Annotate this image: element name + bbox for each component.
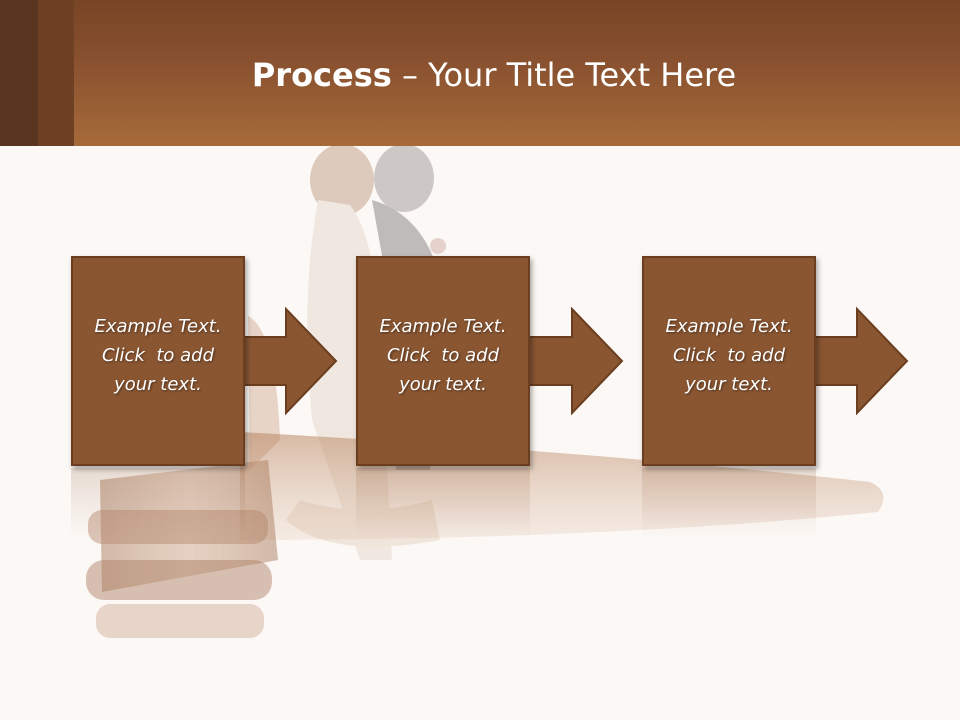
slide-title[interactable]: Process – Your Title Text Here: [74, 52, 914, 98]
step-text[interactable]: Example Text. Click to add your text.: [646, 312, 812, 399]
header-stripe-medium: [38, 0, 74, 146]
step-3-reflection: [642, 468, 816, 538]
step-text-line: your text.: [685, 374, 773, 395]
step-text-line: Click to add: [672, 345, 785, 366]
header-stripe-dark: [0, 0, 38, 146]
process-step-2[interactable]: Example Text. Click to add your text.: [356, 256, 530, 466]
step-box: [71, 256, 245, 466]
header-band: Process – Your Title Text Here: [0, 0, 960, 146]
process-step-1[interactable]: Example Text. Click to add your text.: [71, 256, 245, 466]
arrow-1: [242, 307, 338, 415]
title-regular-part: – Your Title Text Here: [391, 56, 737, 94]
arrow-3: [813, 307, 909, 415]
step-text-line: your text.: [114, 374, 202, 395]
step-text-line: Example Text.: [379, 316, 507, 337]
process-step-3[interactable]: Example Text. Click to add your text.: [642, 256, 816, 466]
title-bold-part: Process: [251, 56, 392, 94]
gavel-head: [86, 316, 280, 638]
step-1-reflection: [71, 468, 245, 538]
step-text[interactable]: Example Text. Click to add your text.: [360, 312, 526, 399]
step-text-line: Click to add: [386, 345, 499, 366]
step-text-line: your text.: [399, 374, 487, 395]
step-text-line: Click to add: [101, 345, 214, 366]
step-text[interactable]: Example Text. Click to add your text.: [75, 312, 241, 399]
step-text-line: Example Text.: [94, 316, 222, 337]
step-box: [642, 256, 816, 466]
arrow-2: [528, 307, 624, 415]
step-text-line: Example Text.: [665, 316, 793, 337]
step-2-reflection: [356, 468, 530, 538]
step-box: [356, 256, 530, 466]
